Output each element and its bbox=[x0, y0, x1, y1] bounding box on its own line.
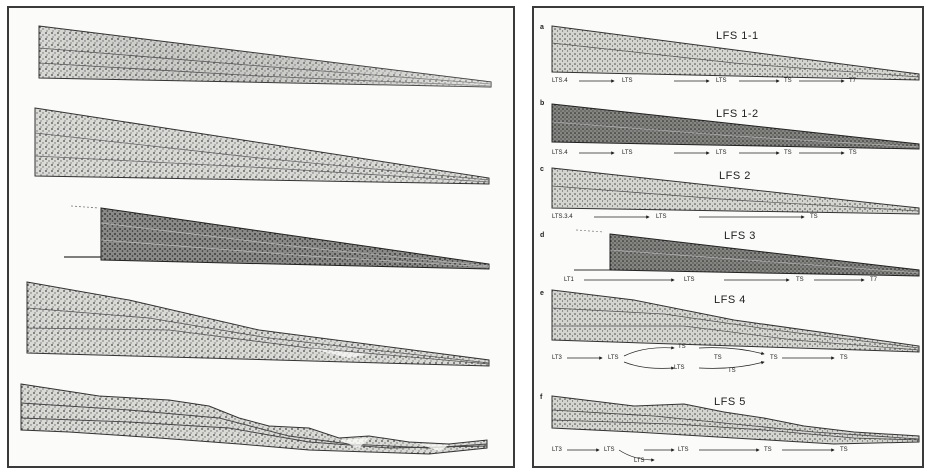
title-lfs-5: LFS 5 bbox=[714, 396, 746, 408]
seq-e-2: TS bbox=[678, 344, 686, 350]
title-lfs-2: LFS 2 bbox=[719, 170, 751, 182]
seq-e-4: LTS bbox=[674, 365, 685, 371]
seq-d-1: LTS bbox=[684, 277, 695, 283]
seq-e-3: TS bbox=[714, 355, 722, 361]
left-wedge-4 bbox=[27, 282, 489, 366]
seq-b-3: TS bbox=[784, 150, 792, 156]
seq-f-0: LT3 bbox=[552, 447, 562, 453]
seq-a-3: TS bbox=[784, 78, 792, 84]
left-wedge-5 bbox=[21, 384, 487, 454]
label-a: a bbox=[540, 24, 544, 31]
seq-f-4: TS bbox=[764, 447, 772, 453]
label-d: d bbox=[540, 232, 544, 239]
title-lfs-3: LFS 3 bbox=[724, 230, 756, 242]
seq-f-2: LTS bbox=[634, 458, 645, 464]
seq-f-5: TS bbox=[840, 447, 848, 453]
seq-c-1: LTS bbox=[656, 214, 667, 220]
seq-b-1: LTS bbox=[622, 150, 633, 156]
seq-d-2: TS bbox=[796, 277, 804, 283]
left-wedge-1 bbox=[39, 26, 491, 87]
left-wedge-2 bbox=[35, 108, 489, 184]
seq-e-1: LTS bbox=[608, 355, 619, 361]
title-lfs-1-1: LFS 1-1 bbox=[716, 30, 759, 42]
seq-e-6: TS bbox=[770, 355, 778, 361]
seq-d-3: T7 bbox=[870, 277, 877, 283]
seq-d-0: LT1 bbox=[564, 277, 574, 283]
seq-b-0: LTS.4 bbox=[552, 150, 568, 156]
seq-e-5: TS bbox=[728, 368, 736, 374]
seq-e-0: LT3 bbox=[552, 355, 562, 361]
seq-b-2: LTS bbox=[716, 150, 727, 156]
seq-f-3: LTS bbox=[678, 447, 689, 453]
seq-a-1: LTS bbox=[622, 78, 633, 84]
seq-c-2: TS bbox=[810, 214, 818, 220]
label-c: c bbox=[540, 166, 544, 173]
seq-a-4: T7 bbox=[849, 78, 856, 84]
left-panel bbox=[7, 6, 515, 468]
seq-e-7: TS bbox=[840, 355, 848, 361]
seq-f-1: LTS bbox=[604, 447, 615, 453]
label-b: b bbox=[540, 100, 544, 107]
label-f: f bbox=[540, 394, 542, 401]
left-wedge-3 bbox=[64, 206, 489, 269]
seq-a-2: LTS bbox=[716, 78, 727, 84]
right-panel: a b c d e f LFS 1-1 LFS 1-2 LFS 2 LFS 3 … bbox=[532, 6, 924, 468]
seq-c-0: LTS.3.4 bbox=[552, 214, 573, 220]
title-lfs-1-2: LFS 1-2 bbox=[716, 108, 759, 120]
title-lfs-4: LFS 4 bbox=[714, 294, 746, 306]
label-e: e bbox=[540, 290, 544, 297]
seq-b-4: TS bbox=[849, 150, 857, 156]
seq-a-0: LTS.4 bbox=[552, 78, 568, 84]
left-wedge-diagrams bbox=[9, 8, 517, 470]
